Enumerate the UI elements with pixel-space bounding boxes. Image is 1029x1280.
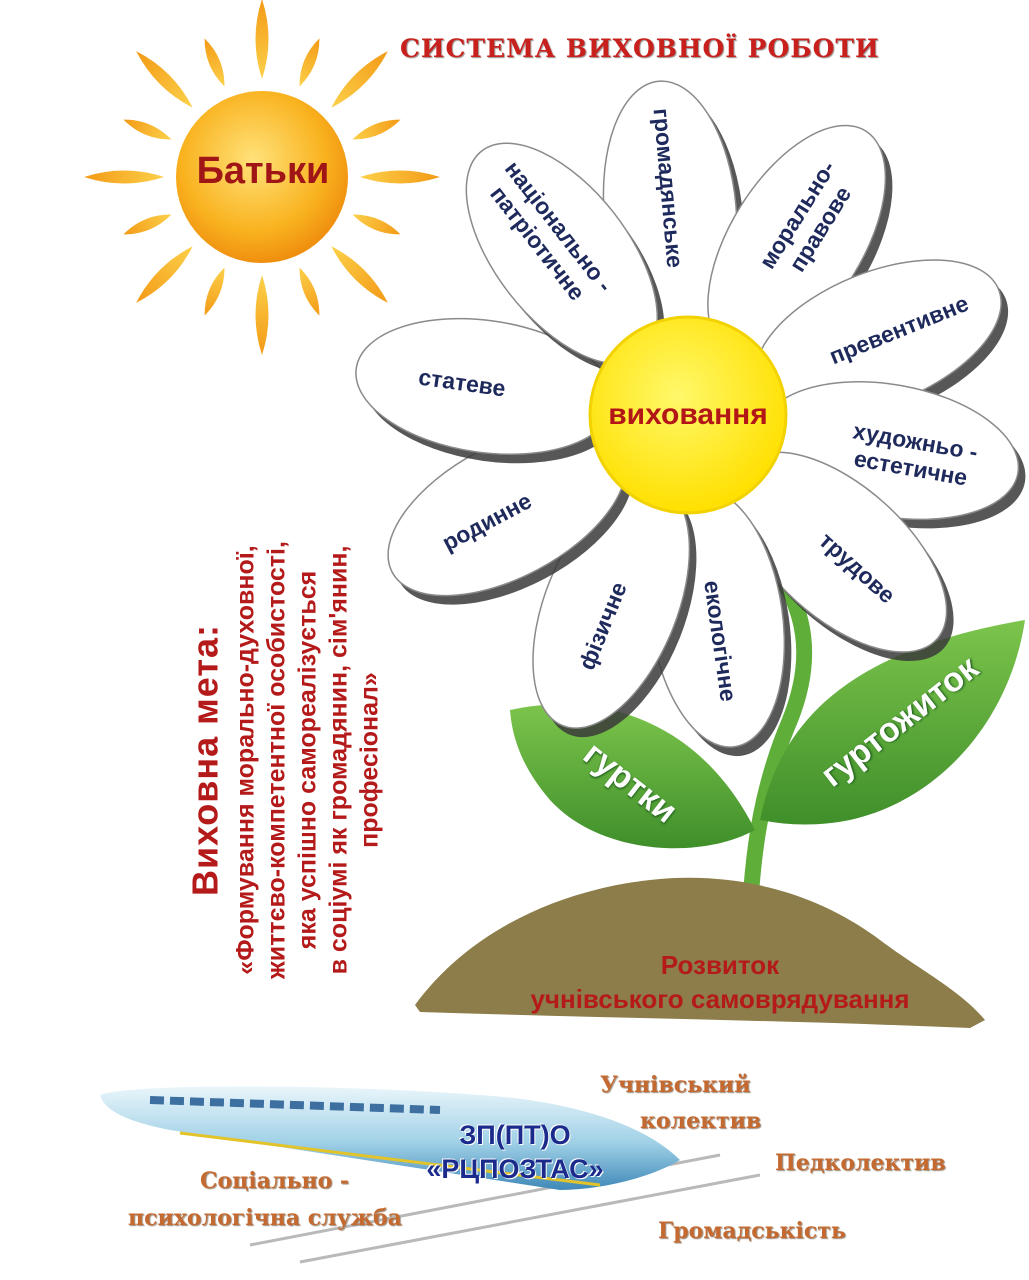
sun-disc [176,91,348,263]
goal-line: життєво-компетентної особистості, [262,541,291,979]
label-teachers: Педколектив [775,1150,946,1176]
sun-ray [136,51,193,108]
train-illustration [100,1086,761,1264]
sun-ray [331,51,388,108]
rail-line [299,1173,761,1264]
leaf-right [760,620,1025,825]
sun-ray [299,267,320,316]
soil-label: Розвиток учнівського самоврядування [480,948,960,1016]
leaf-left [510,704,755,849]
sun-ray [123,119,172,140]
school-name-line: «РЦПОЗТАС» [426,1154,604,1184]
sun-ray [255,275,269,355]
sun-ray [84,170,164,184]
sun-ray [204,267,225,316]
train-stripe [179,1131,601,1187]
goal-text: «Формування морально-духовної, життєво-к… [231,541,386,979]
label-student-team-2: колектив [640,1108,762,1134]
train-body [100,1086,680,1190]
goal-line: в соціумі як громадянин, сім'янин, [324,545,353,975]
page-title: СИСТЕМА ВИХОВНОЇ РОБОТИ [400,34,880,63]
sun-ray [123,214,172,235]
school-name-line: ЗП(ПТ)О [459,1120,571,1150]
sun-ray [352,119,401,140]
flower-center-label: виховання [608,398,768,431]
goal-block: Виховна мета: «Формування морально-духов… [185,541,386,979]
sun-ray [204,38,225,87]
sun-ray [360,170,440,184]
label-student-team: Учнівський [600,1072,751,1098]
label-public: Громадськість [658,1218,846,1244]
soil-mound [415,877,985,1028]
soil-label-line: учнівського самоврядування [530,984,910,1014]
sun-rays [84,0,440,355]
sun-ray [136,246,193,303]
goal-line: «Формування морально-духовної, [231,545,260,975]
sun [84,0,440,355]
label-psych-service-2: психологічна служба [128,1205,402,1231]
soil-label-line: Розвиток [660,950,780,980]
flower-center [588,315,788,515]
sun-ray [299,38,320,87]
label-psych-service: Соціально - [200,1168,350,1194]
flower-petals [355,80,1026,757]
goal-line: професіонал» [355,672,384,848]
train-windows [149,1096,441,1114]
school-name: ЗП(ПТ)О «РЦПОЗТАС» [395,1118,635,1186]
sun-ray [352,214,401,235]
sun-label: Батьки [196,150,330,192]
goal-line: яка успішно самореалізується [293,570,322,950]
sun-ray [331,246,388,303]
goal-title: Виховна мета: [184,624,226,896]
sun-ray [255,0,269,79]
